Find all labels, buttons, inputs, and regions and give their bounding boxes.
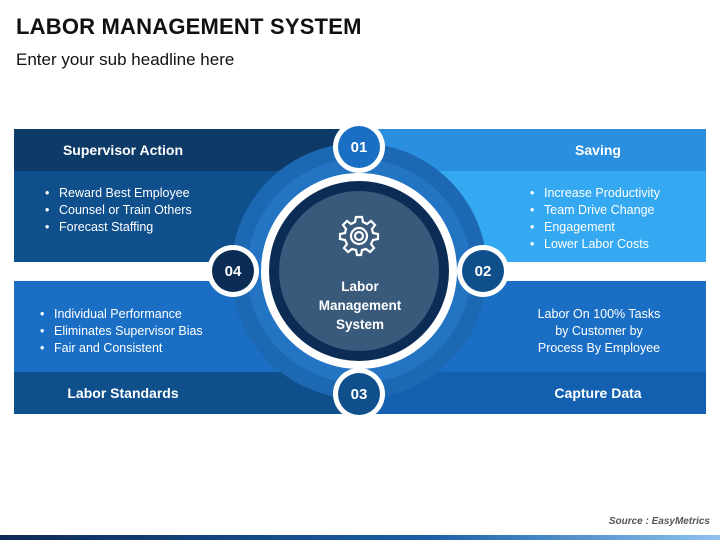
badge-01-fill <box>338 126 380 168</box>
center-label-line: System <box>335 317 385 332</box>
list-item: Team Drive Change <box>530 202 700 219</box>
supervisor-action-list: Reward Best Employee Counsel or Train Ot… <box>45 185 245 236</box>
bottom-accent-bar <box>0 535 720 540</box>
badge-04-fill <box>212 250 254 292</box>
badge-02-fill <box>462 250 504 292</box>
list-item: Engagement <box>530 219 700 236</box>
list-item: Eliminates Supervisor Bias <box>40 323 240 340</box>
center-label-line: Labor <box>341 279 379 294</box>
center-disc <box>279 191 439 351</box>
page-title: LABOR MANAGEMENT SYSTEM <box>16 14 362 39</box>
list-item: Fair and Consistent <box>40 340 240 357</box>
center-label-line: Management <box>318 298 402 313</box>
source-note: Source : EasyMetrics <box>608 516 710 527</box>
badge-04: 04 <box>224 262 242 280</box>
capture-data-title: Capture Data <box>554 385 642 401</box>
badge-01: 01 <box>350 138 368 156</box>
text-line: by Customer by <box>555 324 643 338</box>
saving-title: Saving <box>575 142 621 158</box>
text-line: Labor On 100% Tasks <box>537 307 661 321</box>
capture-data-text: Labor On 100% Tasks by Customer by Proce… <box>494 306 704 357</box>
list-item: Forecast Staffing <box>45 219 245 236</box>
text-line: Process By Employee <box>537 341 661 355</box>
labor-standards-list: Individual Performance Eliminates Superv… <box>40 306 240 357</box>
gear-icon <box>338 215 380 257</box>
badge-03: 03 <box>350 385 368 403</box>
supervisor-action-title: Supervisor Action <box>62 142 184 158</box>
list-item: Individual Performance <box>40 306 240 323</box>
list-item: Increase Productivity <box>530 185 700 202</box>
badge-03-fill <box>338 373 380 415</box>
center-label: Labor Management System <box>300 277 420 334</box>
badge-02: 02 <box>474 262 492 280</box>
list-item: Reward Best Employee <box>45 185 245 202</box>
list-item: Lower Labor Costs <box>530 236 700 253</box>
saving-list: Increase Productivity Team Drive Change … <box>530 185 700 253</box>
page-subtitle: Enter your sub headline here <box>16 50 235 69</box>
list-item: Counsel or Train Others <box>45 202 245 219</box>
labor-standards-title: Labor Standards <box>67 385 179 401</box>
